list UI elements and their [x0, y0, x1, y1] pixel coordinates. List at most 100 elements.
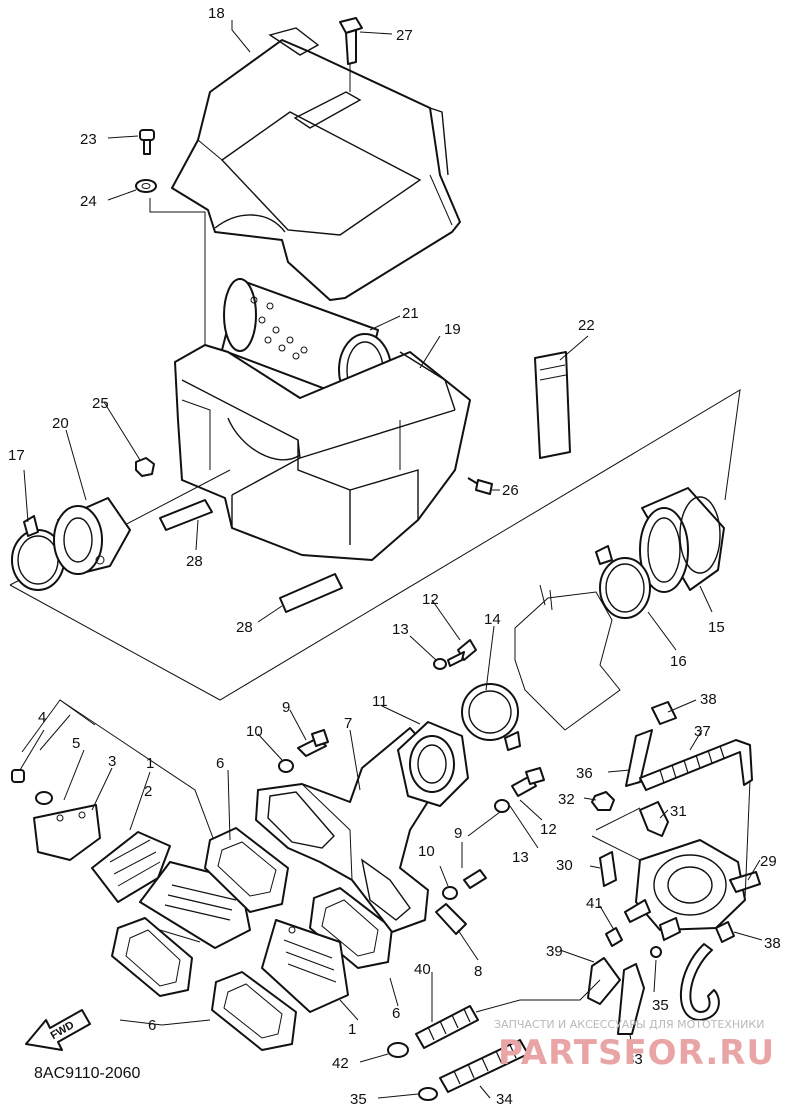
- hose-40: [415, 1005, 479, 1049]
- callout-35-a: 35: [652, 997, 669, 1014]
- nut-32: [591, 791, 615, 811]
- carb-joint-11: [397, 721, 469, 807]
- callout-18: 18: [208, 5, 225, 22]
- screw-4: [11, 769, 25, 783]
- callout-23: 23: [80, 131, 97, 148]
- assembly-frame: [9, 389, 741, 701]
- clip-42: [387, 1042, 409, 1058]
- callout-25: 25: [92, 395, 109, 412]
- cap-38-upper: [651, 701, 677, 725]
- callout-38-a: 38: [700, 691, 717, 708]
- cap-30: [599, 851, 617, 887]
- pump-leader: [591, 779, 751, 901]
- callout-2: 2: [144, 783, 152, 800]
- callout-29: 29: [760, 853, 777, 870]
- callout-3: 3: [108, 753, 116, 770]
- intake-manifold-7: [255, 727, 449, 933]
- bracket-31: [639, 801, 669, 837]
- joint-20: [53, 497, 131, 575]
- hose-37: [639, 739, 753, 791]
- callout-10-b: 10: [418, 843, 435, 860]
- callout-11: 11: [372, 693, 388, 710]
- bracket-8: [435, 903, 467, 935]
- grommet-24: [135, 179, 157, 193]
- bolt-12-upper: [433, 639, 477, 670]
- callout-42: 42: [332, 1055, 349, 1072]
- callout-labels: 18 27 23 24 21 19 22 25 26 17 20 28 28 1…: [8, 5, 781, 1108]
- callout-41: 41: [586, 895, 603, 912]
- callout-6-c: 6: [392, 1005, 400, 1022]
- callout-9-a: 9: [282, 699, 290, 716]
- callout-5: 5: [72, 735, 80, 752]
- callout-30: 30: [556, 857, 573, 874]
- fuel-line: [475, 979, 601, 1013]
- callout-27: 27: [396, 27, 413, 44]
- washer-5: [35, 791, 53, 805]
- callout-14: 14: [484, 611, 501, 628]
- callout-13-a: 13: [392, 621, 409, 638]
- callout-1-a: 1: [146, 755, 154, 772]
- callout-37: 37: [694, 723, 711, 740]
- washer-10-lower: [442, 886, 458, 900]
- air-box-cover: [171, 27, 461, 301]
- callout-8: 8: [474, 963, 482, 980]
- callout-13-b: 13: [512, 849, 529, 866]
- bolt-27: [339, 17, 363, 92]
- callout-40: 40: [414, 961, 431, 978]
- callout-34: 34: [496, 1091, 513, 1108]
- hose-34: [439, 1039, 529, 1093]
- callout-15: 15: [708, 619, 725, 636]
- bolt-9-lower: [463, 869, 487, 889]
- callout-6-a: 6: [216, 755, 224, 772]
- reed-set-frame-left: [39, 699, 96, 751]
- hose-33: [617, 963, 645, 1035]
- callout-31: 31: [670, 803, 687, 820]
- watermark: ЗАПЧАСТИ И АКСЕССУАРЫ ДЛЯ МОТОТЕХНИКИ PA…: [494, 1018, 775, 1073]
- fuel-pump-29: [624, 839, 761, 941]
- callout-19: 19: [444, 321, 461, 338]
- pad-28-b: [279, 573, 343, 613]
- clip-35-upper: [650, 946, 662, 958]
- reed-valve-assembly-1-lower: [261, 919, 349, 1013]
- washer-13-lower: [494, 799, 510, 813]
- hose-39: [587, 957, 621, 1005]
- screw-23: [139, 129, 155, 155]
- sponge-filter-22: [534, 351, 571, 459]
- callout-9-b: 9: [454, 825, 462, 842]
- callout-28-a: 28: [186, 553, 203, 570]
- callout-26: 26: [502, 482, 519, 499]
- callout-33: 33: [626, 1051, 643, 1068]
- bolt-9-upper: [297, 729, 329, 757]
- callout-leaders: [19, 20, 763, 1099]
- callout-28-b: 28: [236, 619, 253, 636]
- bolt-26: [467, 477, 493, 495]
- callout-16: 16: [670, 653, 687, 670]
- clip-41: [605, 927, 623, 947]
- nut-25: [135, 457, 155, 477]
- callout-32: 32: [558, 791, 575, 808]
- diagram-code: 8AC9110-2060: [34, 1065, 141, 1082]
- clamp-14: [461, 683, 521, 751]
- callout-24: 24: [80, 193, 97, 210]
- callout-10-a: 10: [246, 723, 263, 740]
- callout-36: 36: [576, 765, 593, 782]
- bolt-12-lower: [511, 767, 545, 797]
- callout-22: 22: [578, 317, 595, 334]
- watermark-line2: PARTSFOR.RU: [498, 1033, 775, 1073]
- reed-valve-2: [91, 831, 171, 903]
- callout-12-b: 12: [540, 821, 557, 838]
- callout-7: 7: [344, 715, 352, 732]
- callout-35-b: 35: [350, 1091, 367, 1108]
- gasket-6-b: [111, 917, 193, 997]
- callout-39: 39: [546, 943, 563, 960]
- leader-24: [149, 198, 206, 400]
- washer-10-upper: [278, 759, 294, 773]
- callout-17: 17: [8, 447, 25, 464]
- cap-38-lower: [715, 921, 735, 943]
- hose-loop: [679, 943, 720, 1021]
- reed-stopper-3: [33, 804, 101, 861]
- callout-6-b: 6: [148, 1017, 156, 1034]
- intake-joint-15: [639, 487, 725, 593]
- callout-21: 21: [402, 305, 419, 322]
